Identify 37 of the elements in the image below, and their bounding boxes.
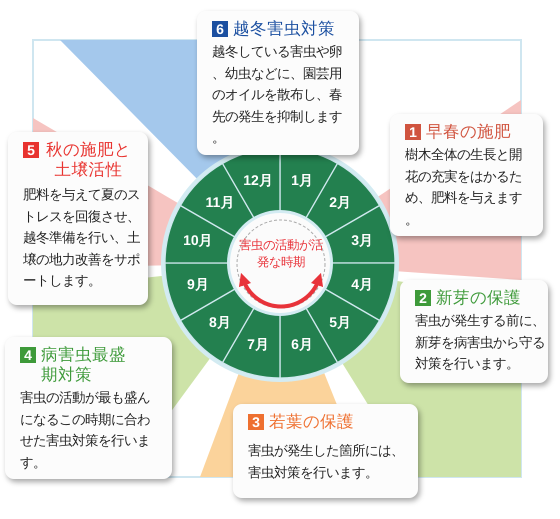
number-badge: 4 <box>20 347 36 363</box>
callout-heading: 秋の施肥と土壌活性 <box>45 140 132 180</box>
callout-heading: 若葉の保護 <box>269 412 354 432</box>
callout-box <box>400 280 548 383</box>
number-badge: 6 <box>212 21 228 37</box>
month-label: 7月 <box>247 336 269 354</box>
center-label: 害虫の活動が活発な時期 <box>239 237 323 271</box>
month-label: 1月 <box>291 172 313 190</box>
callout-box <box>197 11 359 154</box>
callout-heading: 新芽の保護 <box>436 288 521 308</box>
number-badge: 5 <box>23 142 39 158</box>
month-label: 5月 <box>329 314 351 332</box>
callout-heading: 越冬害虫対策 <box>233 19 335 39</box>
callout-body: 肥料を与えて夏のストレスを回復させ、越冬準備を行い、土壌の地力改善をサポートします。 <box>23 186 141 290</box>
month-label: 6月 <box>291 336 313 354</box>
month-label: 12月 <box>243 172 273 190</box>
callout-heading: 病害虫最盛期対策 <box>41 345 127 385</box>
month-label: 9月 <box>187 276 209 294</box>
callout-heading: 早春の施肥 <box>426 122 511 142</box>
callout-body: 樹木全体の生長と開花の充実をはかるため、肥料を与えます。 <box>405 146 523 228</box>
month-label: 2月 <box>329 194 351 212</box>
callout-body: 害虫が発生した箇所には、害虫対策を行います。 <box>248 442 405 482</box>
callout-body: 害虫の活動が最も盛んになるこの時期に合わせた害虫対策を行います。 <box>20 389 151 472</box>
month-label: 3月 <box>351 232 373 250</box>
callout-box <box>390 114 543 236</box>
callout-body: 害虫が発生する前に、新芽を病害虫から守る対策を行います。 <box>415 312 546 373</box>
callout-box <box>233 404 418 498</box>
number-badge: 3 <box>248 414 264 430</box>
month-label: 8月 <box>209 314 231 332</box>
callout-box <box>5 337 172 479</box>
callout-body: 越冬している害虫や卵、幼虫などに、園芸用のオイルを散布し、春先の発生を抑制します。 <box>212 43 343 147</box>
month-label: 11月 <box>205 194 234 212</box>
month-label: 10月 <box>183 232 213 250</box>
number-badge: 1 <box>405 124 421 140</box>
month-label: 4月 <box>351 276 373 294</box>
number-badge: 2 <box>415 290 431 306</box>
callout-box <box>8 132 148 305</box>
